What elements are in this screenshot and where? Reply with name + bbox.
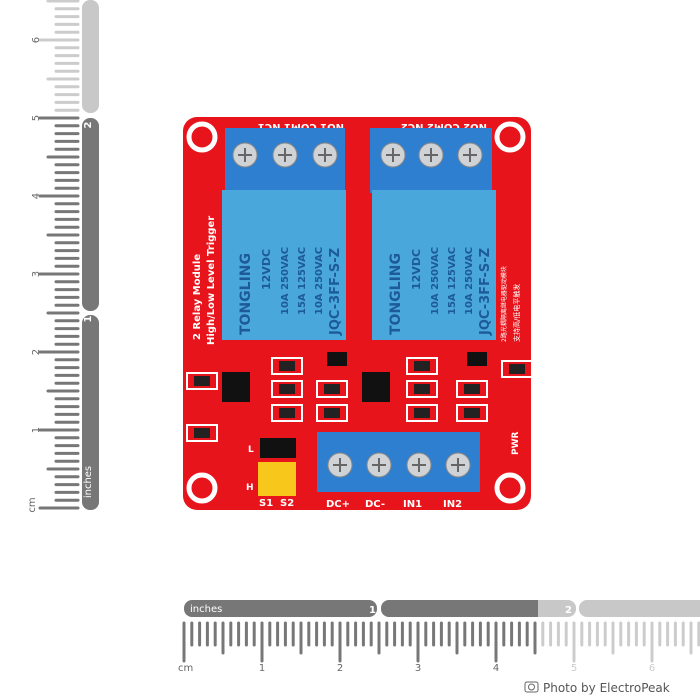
smd-pad [271,380,303,398]
relay-body [372,190,496,340]
relay-voltage: 12VDC [410,249,423,290]
smd-resistor [194,376,210,386]
jumper-label-s1: S1 [259,498,273,509]
relay-model: JQC-3FF-S-Z [328,248,343,336]
v-cm-tick-label: 2 [31,349,42,355]
smd-pad [271,357,303,375]
smd-resistor [464,408,480,418]
relay-model: JQC-3FF-S-Z [478,248,493,336]
h-cm-tick-label: 2 [337,663,343,674]
camera-lens-icon [528,683,535,691]
jumper-level-h: H [246,483,254,493]
jumper-header [260,438,296,458]
relay-rating: 10A 250VAC [280,247,291,315]
h-inches-label: inches [190,604,222,615]
relay-brand: TONGLING [238,253,254,335]
photo-credit: Photo by ElectroPeak [524,681,670,695]
h-inch-label-2: 2 [565,605,572,616]
h-cm-tick-label: 4 [493,663,499,674]
relay-rating: 15A 125VAC [297,247,308,315]
relay-2: TONGLING 12VDC 10A 250VAC 15A 125VAC 10A… [372,190,496,340]
ruler-bar-light [82,0,99,113]
smd-resistor [279,361,295,371]
smd-pad [406,357,438,375]
ruler-bar-inch-1 [82,315,99,510]
jumper-level-l: L [248,445,254,455]
smd-pad [501,360,533,378]
smd-resistor [324,408,340,418]
smd-resistor [414,361,430,371]
relay-rating: 10A 250VAC [430,247,441,315]
smd-resistor [279,384,295,394]
v-cm-tick-label: 6 [31,37,42,43]
jumper-cap [258,462,296,496]
v-cm-tick-label: 4 [31,193,42,199]
v-cm-tick-label: 1 [31,427,42,433]
v-cm-label: cm [27,497,38,512]
smd-resistor [414,408,430,418]
h-ruler-bar-inch-3 [579,600,700,617]
relay-voltage: 12VDC [260,249,273,290]
relay-body [222,190,346,340]
horizontal-ruler: inches 1 2 cm 1 2 3 4 5 6 [178,600,700,674]
board-title: 2 Relay Module [192,254,203,340]
smd-pad [271,404,303,422]
terminal-dc-minus: DC- [365,499,385,510]
smd-pad [406,404,438,422]
terminal-label-left: NO1 COM1 NC1 [258,121,344,132]
pwr-label: PWR [511,431,521,455]
vertical-ruler: 1 2 inches cm 1 2 3 4 5 6 [27,0,99,513]
relay-rating: 15A 125VAC [447,247,458,315]
smd-pad [456,404,488,422]
v-inches-label: inches [83,466,94,498]
smd-resistor [324,384,340,394]
mounting-holes [186,121,526,504]
camera-icon [524,681,539,693]
h-cm-label: cm [178,663,193,674]
terminal-in2: IN2 [443,499,462,510]
jumper-label-s2: S2 [280,498,294,509]
v-cm-tick-label: 5 [31,115,42,121]
relay-board: NO1 COM1 NC1 NO2 COM2 NC2 TONGLING 12VDC… [183,117,533,510]
smd-pad [316,404,348,422]
board-note-cn-2: 支持高/低电平触发 [512,284,521,342]
board-subtitle: High/Low Level Trigger [206,216,217,345]
h-ruler-bar-inch-1 [184,600,377,617]
relay-rating: 10A 250VAC [314,247,325,315]
smd-pad [316,380,348,398]
smd-resistor [464,384,480,394]
smd-resistor [279,408,295,418]
smd-pad [186,372,218,390]
terminal-dc-plus: DC+ [326,499,350,510]
ruler-bar-inch-2 [82,118,99,311]
smd-resistor [414,384,430,394]
v-cm-tick-label: 3 [31,271,42,277]
relay-1: TONGLING 12VDC 10A 250VAC 15A 125VAC 10A… [222,190,346,340]
h-inch-label-1: 1 [369,605,376,616]
board-note-cn-1: 2路光耦隔离继电器驱动模块 [500,266,508,342]
v-inch-label-2: 2 [83,121,94,128]
smd-pad [406,380,438,398]
h-cm-tick-label: 6 [649,663,655,674]
terminal-in1: IN1 [403,499,422,510]
credit-text: Photo by ElectroPeak [543,681,670,695]
h-ruler-bar-join [530,600,538,617]
relay-brand: TONGLING [388,253,404,335]
relay-rating: 10A 250VAC [464,247,475,315]
components [222,352,487,402]
smd-pad [186,424,218,442]
terminal-label-right: NO2 COM2 NC2 [401,121,487,132]
smd-resistor [194,428,210,438]
h-cm-tick-label: 3 [415,663,421,674]
h-ruler-bar-inch-2 [381,600,538,617]
h-cm-tick-label: 5 [571,663,577,674]
smd-pad [456,380,488,398]
v-inch-label-1: 1 [83,315,94,322]
smd-resistor [509,364,525,374]
h-cm-tick-label: 1 [259,663,265,674]
